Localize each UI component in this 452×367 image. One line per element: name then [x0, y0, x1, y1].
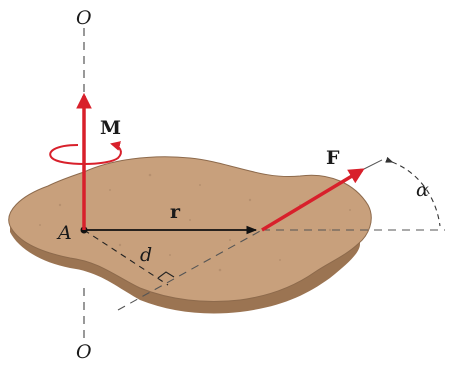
right-angle-marker — [157, 271, 175, 279]
force-vector-f — [261, 168, 365, 232]
angle-alpha-arc — [385, 156, 441, 227]
distance-d-line — [83, 229, 169, 286]
point-a-label: A — [56, 222, 72, 244]
plate-texture — [39, 173, 351, 272]
distance-label: d — [140, 244, 152, 266]
moment-curl-arrow — [49, 141, 122, 165]
moment-label: M — [100, 117, 121, 139]
axis-label-bottom: O — [76, 341, 92, 363]
force-extension-line — [361, 159, 383, 171]
angle-label: α — [416, 179, 429, 201]
force-label: F — [326, 147, 340, 169]
axis-label-top: O — [76, 7, 92, 29]
position-vector-label: r — [170, 201, 181, 223]
